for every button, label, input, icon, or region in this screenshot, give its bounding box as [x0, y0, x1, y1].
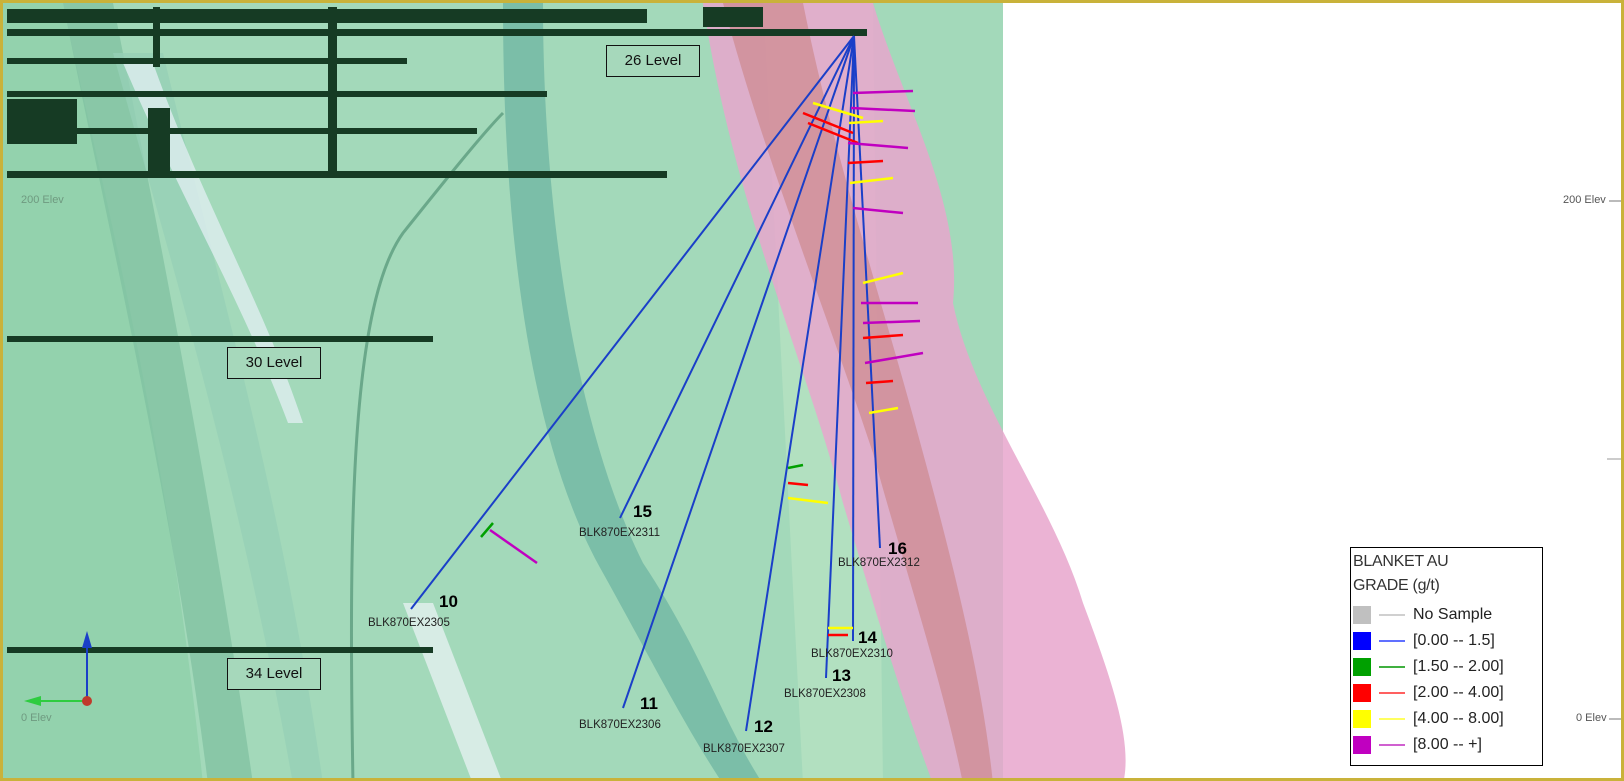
- drillhole-15: [619, 35, 855, 519]
- contact-line: [349, 111, 505, 778]
- hole-number-11: 11: [640, 694, 658, 713]
- hole-id-11: BLK870EX2306: [579, 719, 661, 731]
- drillhole-12: [745, 35, 855, 732]
- elev-label-0-right: 0 Elev: [1576, 712, 1607, 724]
- dyke-band: [503, 3, 760, 778]
- hole-id-10: BLK870EX2305: [368, 617, 450, 629]
- axis-triad: [24, 631, 92, 706]
- legend-label: [1.50 -- 2.00]: [1413, 658, 1504, 675]
- hole-number-13: 13: [832, 666, 851, 685]
- shear-zone-band-2: [113, 53, 323, 778]
- hole-number-10: 10: [439, 592, 458, 611]
- legend-title-line-2: GRADE (g/t): [1353, 577, 1440, 594]
- hole-id-16: BLK870EX2312: [838, 557, 920, 569]
- legend-swatch: [1353, 632, 1371, 650]
- elev-label-0-left: 0 Elev: [21, 712, 52, 724]
- legend-item-0-1.5: [0.00 -- 1.5]: [1353, 630, 1539, 652]
- legend-line: [1379, 744, 1405, 746]
- level-label-26: 26 Level: [606, 45, 700, 77]
- legend-line: [1379, 718, 1405, 720]
- shear-zone-band-1: [63, 3, 253, 778]
- legend-swatch: [1353, 736, 1371, 754]
- hole-id-15: BLK870EX2311: [579, 527, 660, 539]
- white-fault-lower: [403, 603, 501, 778]
- hole-number-15: 15: [633, 502, 652, 521]
- mine-workings: [7, 7, 867, 653]
- assay-ticks: [480, 89, 924, 637]
- elev-label-200-right: 200 Elev: [1563, 194, 1606, 206]
- legend-item-8-plus: [8.00 -- +]: [1353, 734, 1539, 756]
- level-label-30: 30 Level: [227, 347, 321, 379]
- hole-number-14: 14: [858, 628, 877, 647]
- hole-id-14: BLK870EX2310: [811, 648, 893, 660]
- legend-swatch: [1353, 710, 1371, 728]
- legend-line: [1379, 666, 1405, 668]
- legend-line: [1379, 614, 1405, 616]
- legend-label: [4.00 -- 8.00]: [1413, 710, 1504, 727]
- legend-swatch: [1353, 658, 1371, 676]
- hole-id-13: BLK870EX2308: [784, 688, 866, 700]
- drillhole-11: [622, 35, 855, 709]
- orebody-core: [723, 3, 993, 778]
- legend-label: [8.00 -- +]: [1413, 736, 1482, 753]
- legend-line: [1379, 692, 1405, 694]
- drillhole-10: [410, 35, 855, 610]
- drillhole-14: [852, 35, 855, 642]
- shear-zone-left: [3, 3, 203, 778]
- legend-line: [1379, 640, 1405, 642]
- legend-item-4-8: [4.00 -- 8.00]: [1353, 708, 1539, 730]
- hole-id-12: BLK870EX2307: [703, 743, 785, 755]
- level-label-34: 34 Level: [227, 658, 321, 690]
- geological-section: 10 BLK870EX2305 11 BLK870EX2306 12 BLK87…: [3, 3, 1621, 778]
- legend-item-1.5-2: [1.50 -- 2.00]: [1353, 656, 1539, 678]
- legend-item-2-4: [2.00 -- 4.00]: [1353, 682, 1539, 704]
- legend-title: BLANKET AU GRADE (g/t): [1353, 550, 1449, 598]
- legend-swatch: [1353, 684, 1371, 702]
- legend-label: [2.00 -- 4.00]: [1413, 684, 1504, 701]
- hole-number-12: 12: [754, 717, 773, 736]
- legend-swatch: [1353, 606, 1371, 624]
- legend-label: No Sample: [1413, 606, 1493, 623]
- legend-label: [0.00 -- 1.5]: [1413, 632, 1495, 649]
- hole-number-16: 16: [888, 539, 907, 558]
- legend-title-line-1: BLANKET AU: [1353, 553, 1449, 570]
- grade-legend: BLANKET AU GRADE (g/t) No Sample [0.00 -…: [1350, 547, 1543, 766]
- legend-item-no-sample: No Sample: [1353, 604, 1539, 626]
- elev-label-200-left: 200 Elev: [21, 194, 64, 206]
- drill-traces: [410, 35, 881, 732]
